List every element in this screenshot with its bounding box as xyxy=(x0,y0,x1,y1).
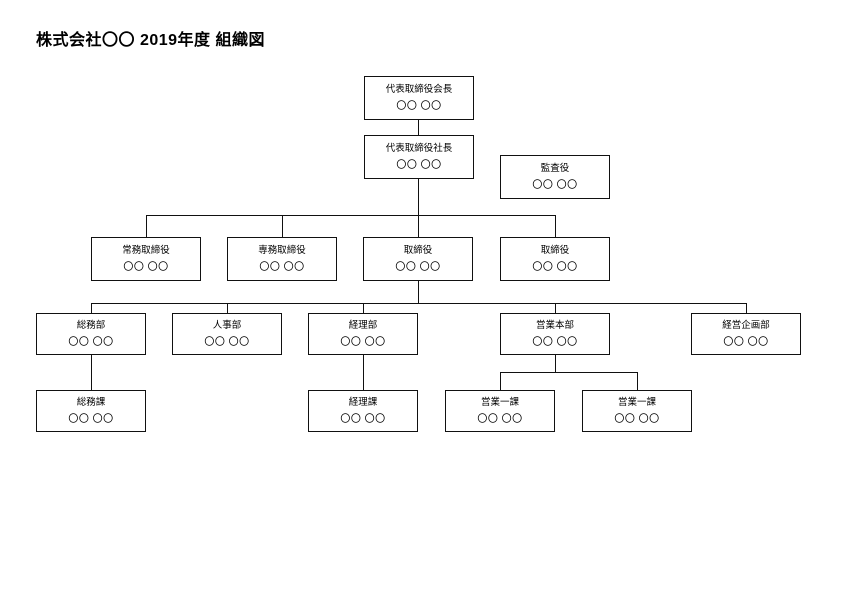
node-hr-dept-title: 人事部 xyxy=(212,319,242,331)
node-general-affairs-dept[interactable]: 総務部 〇〇 〇〇 xyxy=(36,313,146,355)
connector-drop-director-2 xyxy=(555,215,556,237)
node-managing-director-name: 〇〇 〇〇 xyxy=(123,261,169,273)
node-senior-managing-director-title: 専務取締役 xyxy=(258,244,306,256)
node-sales-section-2-title: 営業一課 xyxy=(617,396,656,408)
node-general-affairs-section-title: 総務課 xyxy=(76,396,106,408)
node-auditor-title: 監査役 xyxy=(540,162,570,174)
node-general-affairs-section[interactable]: 総務課 〇〇 〇〇 xyxy=(36,390,146,432)
node-president[interactable]: 代表取締役社長 〇〇 〇〇 xyxy=(364,135,474,179)
node-director-2-name: 〇〇 〇〇 xyxy=(532,261,578,273)
node-director-2-title: 取締役 xyxy=(540,244,570,256)
node-general-affairs-dept-name: 〇〇 〇〇 xyxy=(68,336,114,348)
node-accounting-dept[interactable]: 経理部 〇〇 〇〇 xyxy=(308,313,418,355)
node-general-affairs-section-name: 〇〇 〇〇 xyxy=(68,413,114,425)
node-auditor-name: 〇〇 〇〇 xyxy=(532,179,578,191)
connector-drop-corporate-planning-dept xyxy=(746,303,747,313)
node-senior-managing-director-name: 〇〇 〇〇 xyxy=(259,261,305,273)
node-president-name: 〇〇 〇〇 xyxy=(396,159,442,171)
node-managing-director[interactable]: 常務取締役 〇〇 〇〇 xyxy=(91,237,201,281)
node-hr-dept[interactable]: 人事部 〇〇 〇〇 xyxy=(172,313,282,355)
node-sales-hq-name: 〇〇 〇〇 xyxy=(532,336,578,348)
node-sales-section-2[interactable]: 営業一課 〇〇 〇〇 xyxy=(582,390,692,432)
node-sales-section-1-title: 営業一課 xyxy=(480,396,519,408)
node-corporate-planning-dept-name: 〇〇 〇〇 xyxy=(723,336,769,348)
node-corporate-planning-dept-title: 経営企画部 xyxy=(722,319,770,331)
node-accounting-dept-title: 経理部 xyxy=(348,319,378,331)
node-accounting-dept-name: 〇〇 〇〇 xyxy=(340,336,386,348)
connector-drop-director-1 xyxy=(418,215,419,237)
node-hr-dept-name: 〇〇 〇〇 xyxy=(204,336,250,348)
connector-director-1-stem xyxy=(418,281,419,303)
node-director-2[interactable]: 取締役 〇〇 〇〇 xyxy=(500,237,610,281)
node-director-1-title: 取締役 xyxy=(403,244,433,256)
page-title: 株式会社〇〇 2019年度 組織図 xyxy=(36,32,265,49)
connector-drop-sales-section-1 xyxy=(500,372,501,390)
node-accounting-section-title: 経理課 xyxy=(348,396,378,408)
connector-drop-senior-managing-director xyxy=(282,215,283,237)
node-accounting-section-name: 〇〇 〇〇 xyxy=(340,413,386,425)
node-sales-section-1-name: 〇〇 〇〇 xyxy=(477,413,523,425)
node-chairman[interactable]: 代表取締役会長 〇〇 〇〇 xyxy=(364,76,474,120)
node-sales-section-1[interactable]: 営業一課 〇〇 〇〇 xyxy=(445,390,555,432)
connector-drop-accounting-dept xyxy=(363,303,364,313)
node-auditor[interactable]: 監査役 〇〇 〇〇 xyxy=(500,155,610,199)
connector-drop-general-affairs-dept xyxy=(91,303,92,313)
node-corporate-planning-dept[interactable]: 経営企画部 〇〇 〇〇 xyxy=(691,313,801,355)
connector-accounting-dept-to-section xyxy=(363,355,364,390)
connector-sales-hq-stem xyxy=(555,355,556,372)
connector-president-stem xyxy=(418,179,419,215)
node-sales-hq-title: 営業本部 xyxy=(535,319,574,331)
connector-general-affairs-dept-to-section xyxy=(91,355,92,390)
node-sales-section-2-name: 〇〇 〇〇 xyxy=(614,413,660,425)
connector-drop-hr-dept xyxy=(227,303,228,313)
node-director-1-name: 〇〇 〇〇 xyxy=(395,261,441,273)
node-director-1[interactable]: 取締役 〇〇 〇〇 xyxy=(363,237,473,281)
connector-drop-managing-director xyxy=(146,215,147,237)
node-senior-managing-director[interactable]: 専務取締役 〇〇 〇〇 xyxy=(227,237,337,281)
node-chairman-name: 〇〇 〇〇 xyxy=(396,100,442,112)
connector-chairman-to-president xyxy=(418,120,419,135)
node-president-title: 代表取締役社長 xyxy=(385,142,453,154)
connector-departments-bus xyxy=(91,303,746,304)
connector-drop-sales-hq xyxy=(555,303,556,313)
node-general-affairs-dept-title: 総務部 xyxy=(76,319,106,331)
connector-drop-sales-section-2 xyxy=(637,372,638,390)
connector-directors-bus xyxy=(146,215,556,216)
node-sales-hq[interactable]: 営業本部 〇〇 〇〇 xyxy=(500,313,610,355)
connector-sales-sections-bus xyxy=(500,372,637,373)
node-managing-director-title: 常務取締役 xyxy=(122,244,170,256)
node-chairman-title: 代表取締役会長 xyxy=(385,83,453,95)
node-accounting-section[interactable]: 経理課 〇〇 〇〇 xyxy=(308,390,418,432)
